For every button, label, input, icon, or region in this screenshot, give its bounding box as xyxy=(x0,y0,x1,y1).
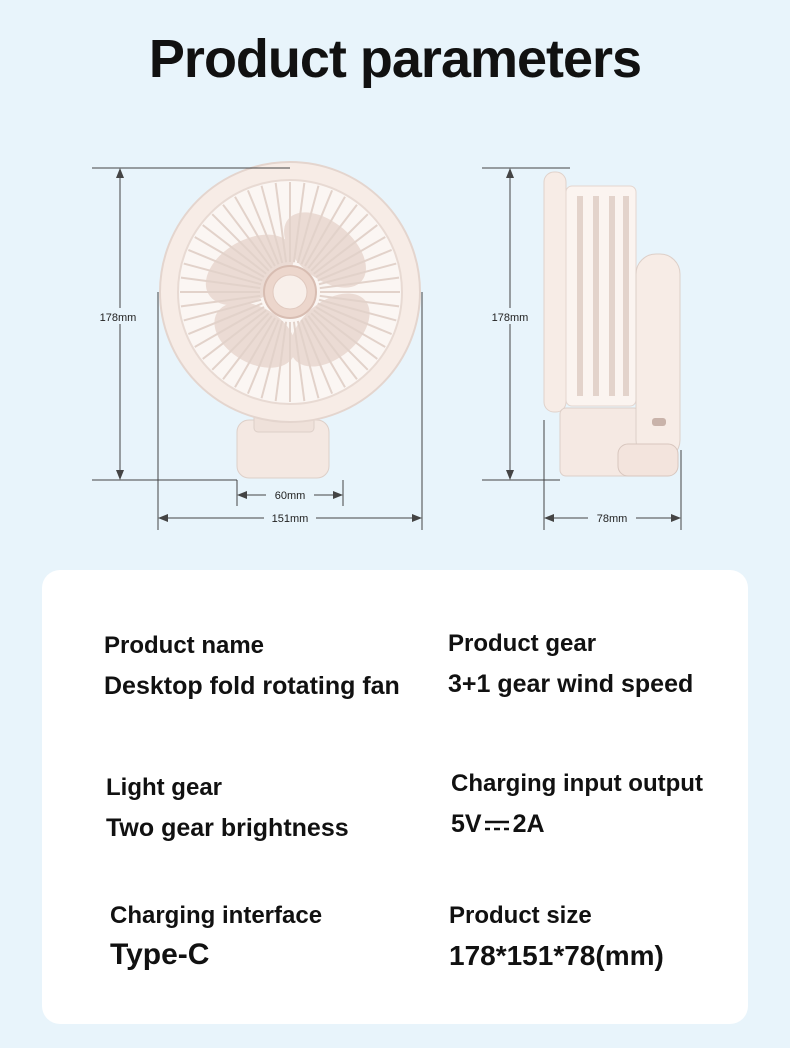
param-charging-interface: Charging interface Type-C xyxy=(110,902,322,972)
grill-spoke xyxy=(315,306,386,348)
dim-base-width: 60mm xyxy=(275,490,306,502)
grill-spoke xyxy=(307,315,358,380)
param-product-name: Product name Desktop fold rotating fan xyxy=(104,632,400,701)
param-label: Charging input output xyxy=(451,770,703,797)
grill-spoke xyxy=(274,182,288,263)
page-title: Product parameters xyxy=(148,29,642,89)
grill-spoke xyxy=(194,236,265,278)
param-charging-io: Charging input output 5V 2A xyxy=(451,770,703,839)
grill-spoke xyxy=(315,236,386,278)
grill-spoke xyxy=(222,204,273,269)
voltage-value: 5V xyxy=(451,810,482,838)
grill-spoke xyxy=(234,196,276,267)
grill-spoke xyxy=(310,312,369,371)
param-value: Two gear brightness xyxy=(106,814,349,842)
current-value: 2A xyxy=(512,810,545,838)
grill-spoke xyxy=(211,312,270,371)
grill-spoke xyxy=(313,224,378,275)
param-label: Product gear xyxy=(448,630,597,657)
grill-spoke xyxy=(318,298,397,322)
grill-spoke xyxy=(180,276,261,290)
grill-spoke xyxy=(307,204,358,269)
grill-spoke xyxy=(300,319,334,395)
param-light-gear: Light gear Two gear brightness xyxy=(106,774,349,843)
grill-spoke xyxy=(292,321,306,402)
grill-spoke xyxy=(296,320,320,399)
grill-spoke xyxy=(260,185,284,264)
param-label: Light gear xyxy=(106,774,223,801)
param-value: 3+1 gear wind speed xyxy=(448,670,694,698)
grill-spoke xyxy=(183,298,262,322)
grill-spoke xyxy=(180,294,261,308)
grill-spoke xyxy=(187,248,263,282)
grill-spoke xyxy=(211,213,270,272)
grill-spoke xyxy=(292,182,306,263)
grill-spoke xyxy=(317,248,393,282)
grill-spoke xyxy=(234,317,276,388)
grill-spoke xyxy=(317,302,393,336)
grill-spoke xyxy=(319,294,400,308)
param-label: Product size xyxy=(449,902,592,929)
grill-spoke xyxy=(202,309,267,360)
fan-front-view: 178mm 60mm 151mm xyxy=(92,161,423,530)
grill-spoke xyxy=(187,302,263,336)
grill-spoke xyxy=(304,196,346,267)
parameters-card: Product name Desktop fold rotating fan P… xyxy=(42,570,748,1024)
grill-spoke xyxy=(319,276,400,290)
grill-spoke xyxy=(313,309,378,360)
grill-spoke xyxy=(246,189,280,265)
param-value: 178*151*78(mm) xyxy=(449,940,664,971)
grill-spoke xyxy=(202,224,267,275)
param-value: Type-C xyxy=(110,938,210,971)
grill-spoke xyxy=(318,262,397,286)
grill-spoke xyxy=(246,319,280,395)
grill-spoke xyxy=(296,185,320,264)
grill-spoke xyxy=(222,315,273,380)
dim-depth: 78mm xyxy=(597,513,628,525)
grill-spoke xyxy=(274,321,288,402)
param-label: Charging interface xyxy=(110,902,323,929)
param-label: Product name xyxy=(104,632,265,659)
grill-spoke xyxy=(310,213,369,272)
param-value: 5V 2A xyxy=(451,810,703,839)
param-product-size: Product size 178*151*78(mm) xyxy=(449,902,664,972)
dim-total-width: 151mm xyxy=(272,513,309,525)
dim-height-front: 178mm xyxy=(100,312,137,324)
param-product-gear: Product gear 3+1 gear wind speed xyxy=(448,630,693,699)
product-dimension-diagram: 178mm 60mm 151mm xyxy=(0,150,790,550)
dim-height-side: 178mm xyxy=(492,312,529,324)
grill-spoke xyxy=(304,317,346,388)
dc-symbol-icon xyxy=(484,821,509,831)
grill-spoke xyxy=(300,189,334,265)
grill-spoke xyxy=(183,262,262,286)
fan-side-view: 178mm 78mm xyxy=(482,167,682,530)
grill-spoke xyxy=(194,306,265,348)
param-value: Desktop fold rotating fan xyxy=(104,672,400,700)
grill-spoke xyxy=(260,320,284,399)
